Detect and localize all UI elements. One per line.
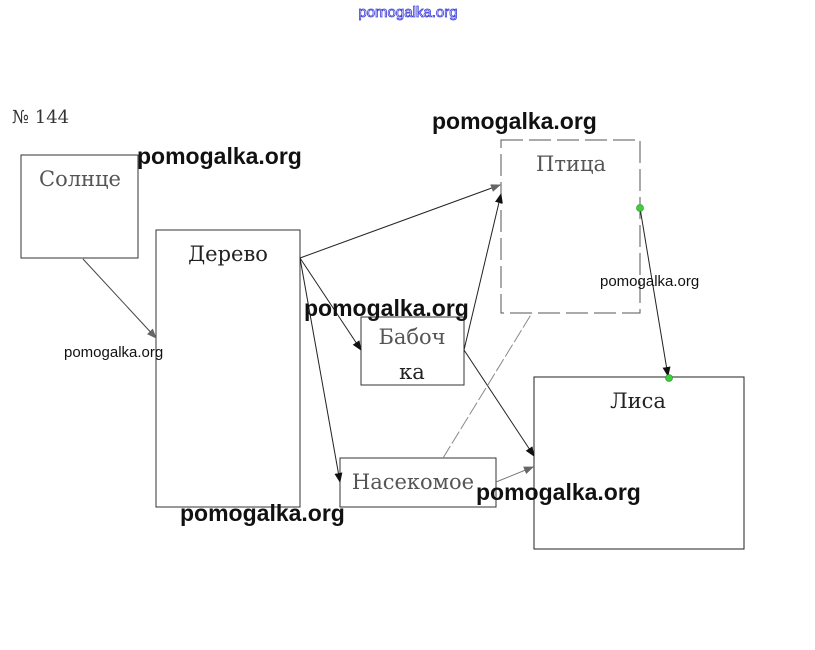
node-bird-label: Птица xyxy=(536,152,606,176)
watermark: pomogalka.org xyxy=(476,479,641,505)
arrow-tree-insect xyxy=(299,257,343,483)
node-insect: Насекомое xyxy=(339,457,497,508)
watermark: pomogalka.org xyxy=(180,500,345,526)
node-sun-label: Солнце xyxy=(39,167,121,191)
line-insect-bird xyxy=(442,312,533,459)
arrow-tree-butterfly xyxy=(299,257,362,351)
arrow-butterfly-bird xyxy=(463,193,503,351)
node-tree-label: Дерево xyxy=(188,242,268,266)
node-butterfly-label-2: ка xyxy=(399,360,425,384)
watermark: pomogalka.org xyxy=(432,108,597,134)
node-butterfly-label-1: Бабоч xyxy=(378,325,445,349)
arrow-sun-tree xyxy=(82,258,157,339)
node-sun: Солнце xyxy=(20,154,139,259)
node-fox-label: Лиса xyxy=(610,389,666,413)
watermark: pomogalka.org xyxy=(137,143,302,169)
connector-dot-end xyxy=(665,374,673,382)
node-fox: Лиса xyxy=(533,376,745,550)
node-butterfly: Бабоч ка xyxy=(360,316,465,386)
arrow-bird-fox xyxy=(639,207,671,377)
watermark: pomogalka.org xyxy=(304,295,469,321)
node-insect-label: Насекомое xyxy=(352,470,474,494)
node-tree: Дерево xyxy=(155,229,301,508)
problem-number: № 144 xyxy=(12,107,69,128)
watermark: pomogalka.org xyxy=(64,344,163,361)
arrow-tree-bird xyxy=(299,184,501,259)
arrow-butterfly-fox xyxy=(463,349,535,457)
connector-dot-start xyxy=(636,204,644,212)
node-bird: Птица xyxy=(500,139,641,314)
header-watermark: pomogalka.org xyxy=(358,4,457,21)
arrow-insect-fox xyxy=(495,466,534,483)
watermark: pomogalka.org xyxy=(600,273,699,290)
